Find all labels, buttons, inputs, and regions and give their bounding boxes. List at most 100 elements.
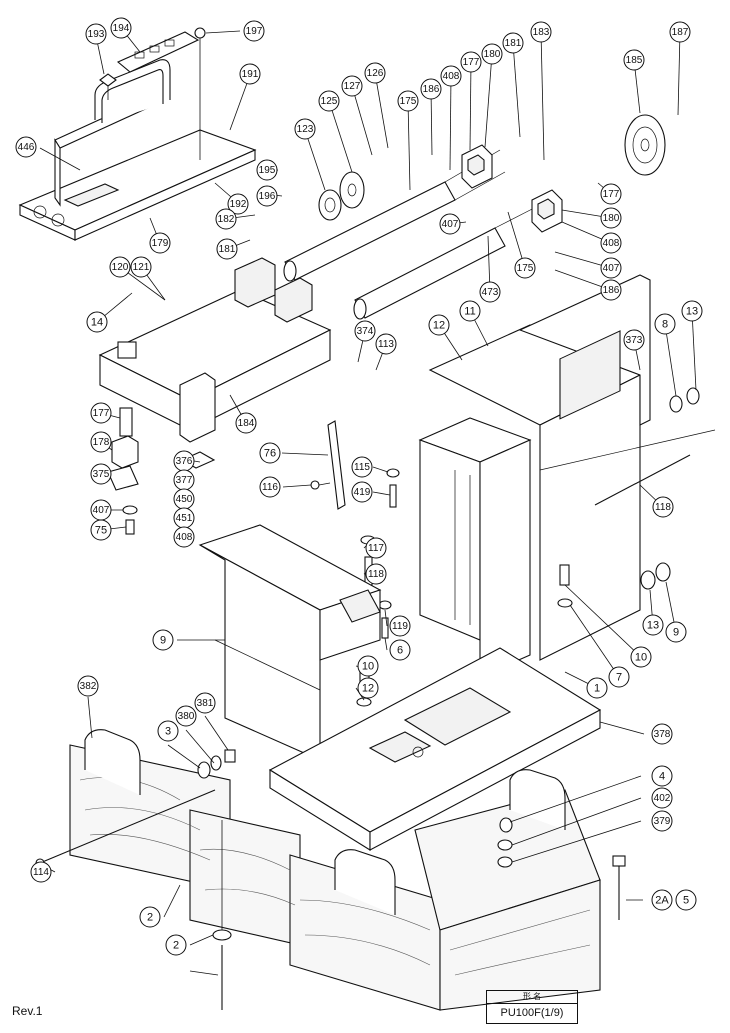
callout-circle (227, 193, 249, 215)
callout-195: 195 (256, 159, 278, 181)
callout-8: 8 (654, 313, 676, 335)
roller-shaft-lower (353, 204, 541, 320)
left-small-parts (107, 407, 216, 535)
body-6 (198, 524, 382, 761)
callout-circle (90, 431, 112, 453)
callout-number: 177 (93, 408, 110, 419)
revision-label: Rev.1 (12, 1004, 43, 1018)
callout-402: 402 (651, 787, 673, 809)
callout-circle (15, 136, 37, 158)
callout-number: 446 (18, 142, 35, 153)
callout-375: 375 (90, 463, 112, 485)
callout-number: 194 (113, 23, 130, 34)
callout-2A: 2A (651, 889, 673, 911)
callout-194: 194 (110, 17, 132, 39)
callout-circle (460, 51, 482, 73)
callout-75: 75 (90, 519, 112, 541)
callout-number: 186 (603, 285, 620, 296)
callout-number: 7 (616, 672, 622, 684)
callout-407: 407 (600, 257, 622, 279)
callout-circle (530, 21, 552, 43)
bracket-177-180-upper (461, 144, 493, 189)
callout-number: 407 (603, 263, 620, 274)
callout-circle (110, 17, 132, 39)
callout-197: 197 (243, 20, 265, 42)
callout-381: 381 (194, 692, 216, 714)
callout-circle (651, 889, 673, 911)
knob-197 (194, 27, 206, 160)
callout-number: 419 (354, 487, 371, 498)
callout-number: 196 (259, 191, 276, 202)
callout-373: 373 (623, 329, 645, 351)
callout-circle (90, 402, 112, 424)
callout-number: 381 (197, 698, 214, 709)
callout-192: 192 (227, 193, 249, 215)
callout-number: 379 (654, 816, 671, 827)
callout-circle (420, 78, 442, 100)
callout-circle (651, 723, 673, 745)
callout-12: 12 (357, 677, 379, 699)
callout-120: 120 (109, 256, 131, 278)
callout-circle (665, 621, 687, 643)
callout-186: 186 (600, 279, 622, 301)
callout-181: 181 (502, 32, 524, 54)
callout-378: 378 (651, 723, 673, 745)
callout-circle (630, 646, 652, 668)
callout-191: 191 (239, 63, 261, 85)
handle-frame (54, 59, 171, 207)
callout-184: 184 (235, 412, 257, 434)
callout-10: 10 (357, 655, 379, 677)
bearing-123 (318, 189, 342, 221)
callout-number: 473 (482, 287, 499, 298)
callout-408: 408 (173, 526, 195, 548)
callout-circle (357, 677, 379, 699)
callout-circle (600, 183, 622, 205)
callout-circle (514, 257, 536, 279)
callout-180: 180 (481, 43, 503, 65)
callout-number: 408 (603, 238, 620, 249)
washers-9-10 (356, 387, 700, 707)
callout-number: 10 (362, 661, 374, 673)
nuts-380-382 (197, 749, 236, 779)
callout-circle (428, 314, 450, 336)
callout-377: 377 (173, 469, 195, 491)
callout-12: 12 (428, 314, 450, 336)
bracket-177-180-right (531, 189, 563, 233)
callout-number: 4 (659, 771, 665, 783)
callout-circle (669, 21, 691, 43)
lag-screw-2-2A (612, 855, 626, 920)
title-block: 形 名 PU100F(1/9) (486, 990, 578, 1024)
callout-175: 175 (514, 257, 536, 279)
callout-3: 3 (157, 720, 179, 742)
callout-circle (157, 720, 179, 742)
callout-187: 187 (669, 21, 691, 43)
callout-number: 183 (533, 27, 550, 38)
callout-circle (90, 519, 112, 541)
callout-number: 180 (603, 213, 620, 224)
callout-circle (294, 118, 316, 140)
callout-115: 115 (351, 456, 373, 478)
callout-number: 1 (594, 683, 600, 695)
callout-circle (86, 311, 108, 333)
callout-circle (130, 256, 152, 278)
callout-circle (651, 810, 673, 832)
callout-177: 177 (460, 51, 482, 73)
callout-number: 408 (443, 71, 460, 82)
upper-carriage-113 (98, 257, 332, 443)
callout-number: 13 (647, 620, 659, 632)
callout-number: 11 (464, 306, 475, 318)
callout-number: 402 (654, 793, 671, 804)
callout-380: 380 (175, 705, 197, 727)
callout-number: 451 (176, 513, 193, 524)
callout-number: 14 (91, 317, 103, 329)
callout-number: 9 (673, 627, 679, 639)
callout-408: 408 (440, 65, 462, 87)
callout-118: 118 (652, 496, 674, 518)
callout-376: 376 (173, 450, 195, 472)
callout-number: 2 (173, 940, 179, 952)
callout-10: 10 (630, 646, 652, 668)
callout-number: 197 (246, 26, 263, 37)
callout-5: 5 (675, 889, 697, 911)
callout-number: 181 (219, 244, 236, 255)
